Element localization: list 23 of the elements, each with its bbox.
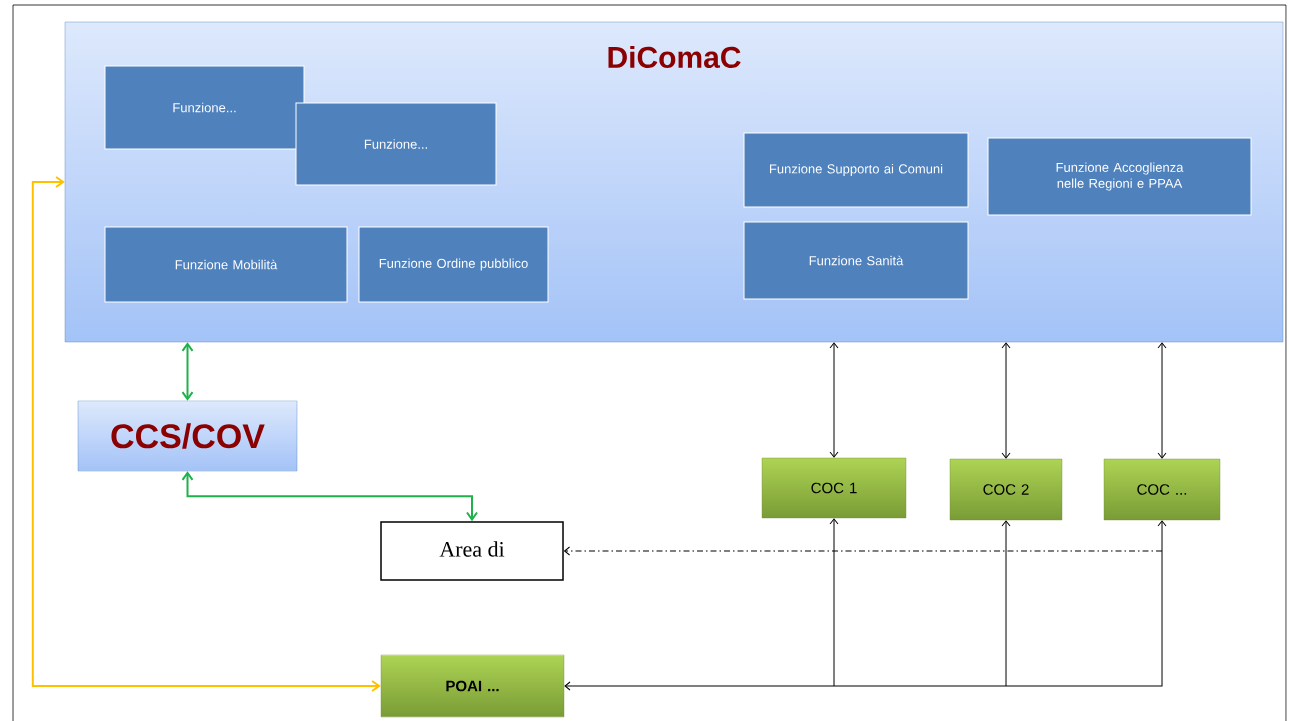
function-box: Funzione Sanità	[743, 221, 969, 300]
arrow	[564, 546, 1163, 556]
arrow	[564, 520, 1167, 691]
arrow	[1001, 342, 1011, 459]
function-box: Funzione...	[104, 65, 305, 150]
center-box: COC ...	[1103, 458, 1221, 521]
arrow	[1001, 520, 1011, 687]
function-box: Funzione Accoglienza nelle Regioni e PPAA	[987, 137, 1252, 216]
function-box: Funzione Supporto ai Comuni	[743, 132, 969, 208]
center-box: CCS/COV	[77, 400, 298, 472]
arrow	[181, 342, 194, 401]
function-box: Funzione Mobilità	[104, 226, 348, 303]
arrow	[31, 176, 381, 692]
center-box: COC 1	[761, 457, 907, 519]
arrow	[1157, 342, 1167, 459]
function-box: Funzione Ordine pubblico	[358, 226, 549, 303]
arrow	[829, 518, 839, 687]
area-box: Area di	[380, 521, 564, 581]
center-box: COC 2	[949, 458, 1063, 521]
arrow	[829, 342, 839, 458]
center-box: POAI ...	[380, 654, 565, 718]
function-box: Funzione...	[295, 102, 497, 186]
arrow	[181, 471, 478, 522]
